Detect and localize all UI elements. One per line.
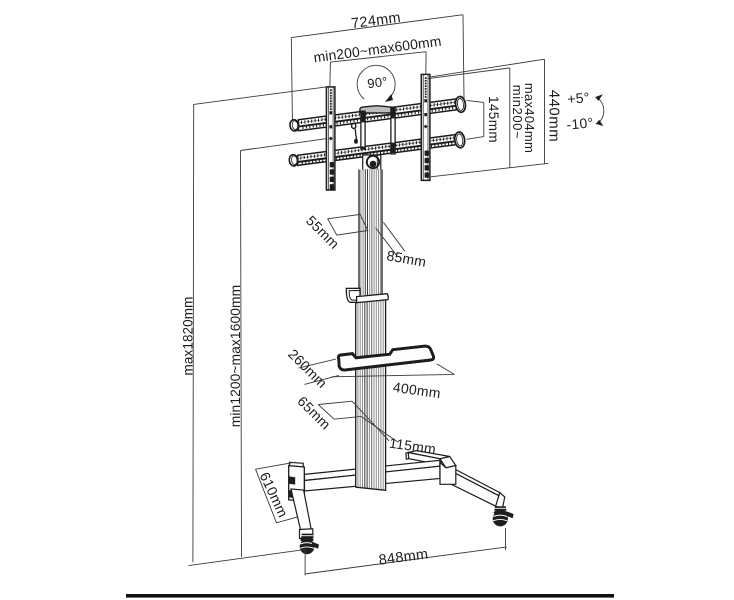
svg-text:max404mm: max404mm xyxy=(522,83,537,153)
svg-text:848mm: 848mm xyxy=(378,546,430,568)
svg-text:85mm: 85mm xyxy=(385,247,427,270)
svg-text:440mm: 440mm xyxy=(545,90,562,143)
svg-text:90°: 90° xyxy=(366,74,388,91)
svg-text:-10°: -10° xyxy=(566,114,594,132)
svg-text:145mm: 145mm xyxy=(486,96,501,143)
svg-text:115mm: 115mm xyxy=(388,435,437,457)
svg-text:max1820mm: max1820mm xyxy=(180,297,195,376)
svg-text:min200~: min200~ xyxy=(510,85,525,139)
svg-text:min1200~max1600mm: min1200~max1600mm xyxy=(228,285,243,427)
svg-text:724mm: 724mm xyxy=(350,10,402,32)
svg-text:400mm: 400mm xyxy=(392,379,442,402)
svg-text:+5°: +5° xyxy=(567,89,591,107)
